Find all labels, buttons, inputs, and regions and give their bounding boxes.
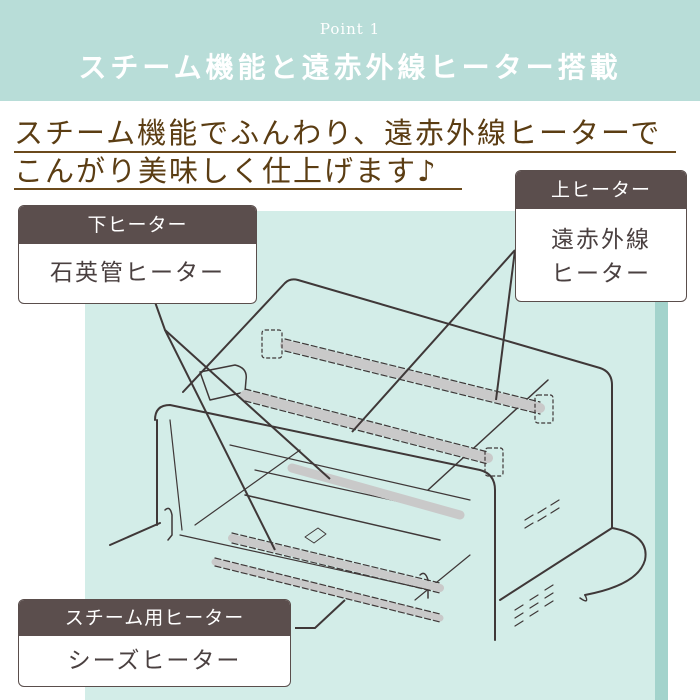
callout-steam-heater-label: スチーム用ヒーター [19,600,290,636]
point-label: Point 1 [319,20,381,38]
callout-upper-heater-label: 上ヒーター [516,171,686,209]
header-banner: Point 1 スチーム機能と遠赤外線ヒーター搭載 [0,0,700,101]
callout-lower-heater-label: 下ヒーター [19,206,256,244]
callout-upper-heater: 上ヒーター 遠赤外線 ヒーター [515,170,687,302]
subtitle-line-2: こんがり美味しく仕上げます♪ [14,154,438,188]
subtitle-underline-1 [14,151,676,153]
callout-upper-heater-type-line1: 遠赤外線 [551,227,651,253]
illustration-accent-strip [655,300,668,700]
callout-steam-heater: スチーム用ヒーター シーズヒーター [18,599,291,687]
callout-lower-heater: 下ヒーター 石英管ヒーター [18,205,257,304]
callout-upper-heater-type-line2: ヒーター [551,261,651,287]
page-title: スチーム機能と遠赤外線ヒーター搭載 [78,51,622,84]
subtitle-underline-2 [14,188,462,190]
callout-steam-heater-type: シーズヒーター [67,648,242,674]
callout-lower-heater-type: 石英管ヒーター [50,260,225,286]
subtitle-line-1: スチーム機能でふんわり、遠赤外線ヒーターで [14,116,662,150]
